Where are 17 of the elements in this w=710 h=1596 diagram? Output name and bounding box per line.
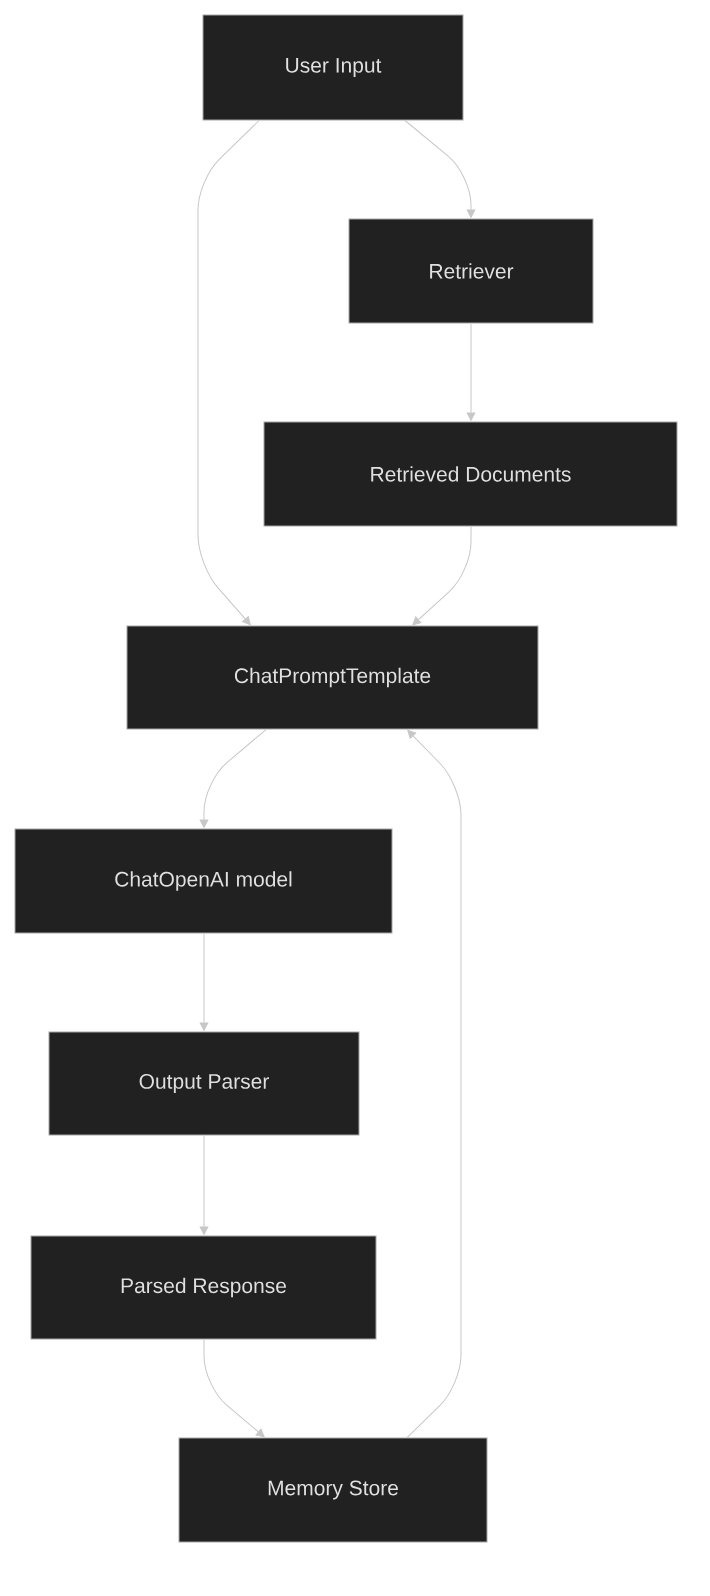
process-box: ChatOpenAI model — [14, 828, 393, 934]
arrow — [197, 120, 260, 626]
arrow — [199, 729, 267, 828]
process-box: Retrieved Documents — [263, 421, 678, 527]
process-box: Retriever — [348, 218, 594, 324]
arrow — [404, 120, 476, 218]
arrow — [406, 729, 462, 1438]
process-box: User Input — [202, 14, 464, 121]
arrow — [203, 1339, 265, 1438]
arrow — [199, 1135, 209, 1235]
process-box: Memory Store — [178, 1437, 488, 1543]
arrow — [466, 323, 476, 421]
arrow — [199, 933, 209, 1031]
process-box: ChatPromptTemplate — [126, 625, 539, 730]
process-box: Parsed Response — [30, 1235, 377, 1340]
process-box: Output Parser — [48, 1031, 360, 1136]
arrow — [412, 526, 472, 626]
